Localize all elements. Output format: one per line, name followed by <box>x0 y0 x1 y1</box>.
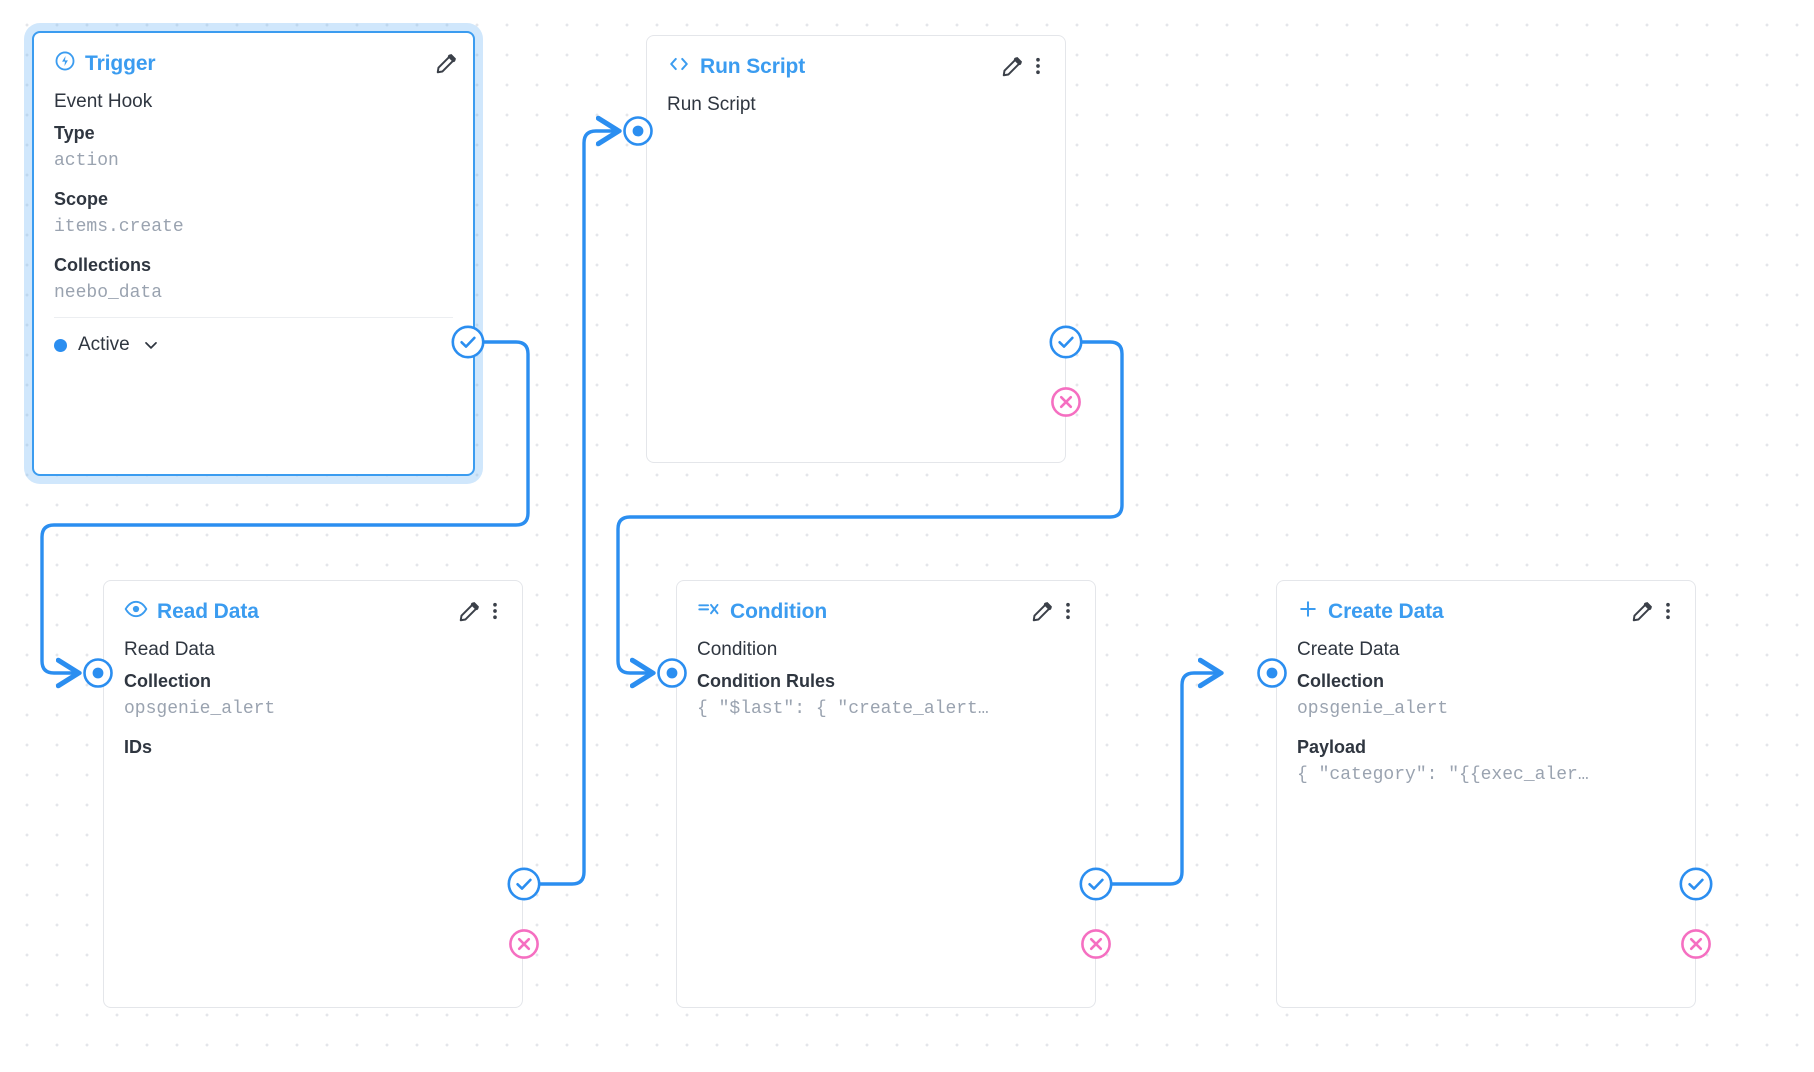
field-label: Type <box>54 123 95 143</box>
node-body: Run Script <box>647 82 1065 120</box>
node-body: Read Data Collection opsgenie_alert IDs <box>104 627 522 761</box>
more-options-button[interactable] <box>1055 598 1081 624</box>
port-resolve-trigger[interactable] <box>450 324 486 360</box>
field-label: Collections <box>54 255 152 275</box>
edit-node-button[interactable] <box>456 598 482 624</box>
node-title: Create Data <box>1297 598 1444 624</box>
port-resolve-create-data[interactable] <box>1678 866 1714 902</box>
edge-condition-to-create-data <box>1094 657 1224 886</box>
node-header: Trigger <box>34 33 473 79</box>
node-title-text: Create Data <box>1328 599 1444 623</box>
node-read-data[interactable]: Read Data Read Data Collection opsgenie_… <box>103 580 523 1008</box>
port-resolve-condition[interactable] <box>1078 866 1114 902</box>
field-label: IDs <box>124 737 153 757</box>
operation-name: Create Data <box>1297 639 1400 660</box>
port-reject-read-data[interactable] <box>506 926 542 962</box>
node-title: Run Script <box>667 53 805 79</box>
node-title: Trigger <box>54 50 156 76</box>
node-title: Read Data <box>124 598 259 624</box>
field-label: Scope <box>54 189 109 209</box>
field-value: { "$last": { "create_alert… <box>697 699 989 719</box>
operation-name: Run Script <box>667 94 756 115</box>
node-title: Condition <box>697 598 827 624</box>
eye-icon <box>124 598 148 624</box>
filter-condition-icon <box>697 598 721 624</box>
port-resolve-run-script[interactable] <box>1048 324 1084 360</box>
field-value: neebo_data <box>54 283 163 303</box>
node-body: Condition Condition Rules { "$last": { "… <box>677 627 1095 723</box>
port-input-create-data[interactable] <box>1254 655 1290 691</box>
edit-node-button[interactable] <box>1629 598 1655 624</box>
field-value: opsgenie_alert <box>124 699 276 719</box>
field-value: opsgenie_alert <box>1297 699 1449 719</box>
port-input-run-script[interactable] <box>620 113 656 149</box>
node-condition[interactable]: Condition Condition Condition Rules { "$… <box>676 580 1096 1008</box>
node-title-text: Trigger <box>85 51 156 75</box>
plus-icon <box>1297 598 1319 624</box>
more-options-button[interactable] <box>1655 598 1681 624</box>
status-dot-icon <box>54 338 67 352</box>
edge-read-data-to-run-script <box>526 115 622 886</box>
chevron-down-icon <box>141 335 161 355</box>
node-title-text: Read Data <box>157 599 259 623</box>
port-reject-create-data[interactable] <box>1678 926 1714 962</box>
operation-name: Read Data <box>124 639 215 660</box>
status-toggle[interactable]: Active <box>34 318 473 370</box>
edit-node-button[interactable] <box>1029 598 1055 624</box>
node-body: Create Data Collection opsgenie_alert Pa… <box>1277 627 1695 789</box>
more-options-button[interactable] <box>1025 53 1051 79</box>
operation-name: Condition <box>697 639 778 660</box>
code-brackets-icon <box>667 53 691 79</box>
field-value: action <box>54 151 119 171</box>
status-label: Active <box>78 334 130 355</box>
node-title-text: Condition <box>730 599 828 623</box>
more-options-button[interactable] <box>482 598 508 624</box>
field-label: Collection <box>1297 671 1385 691</box>
node-run-script[interactable]: Run Script Run Script <box>646 35 1066 463</box>
node-title-text: Run Script <box>700 54 806 78</box>
node-header: Condition <box>677 581 1095 627</box>
node-create-data[interactable]: Create Data Create Data Collection opsge… <box>1276 580 1696 1008</box>
operation-name: Event Hook <box>54 91 153 112</box>
port-reject-run-script[interactable] <box>1048 384 1084 420</box>
port-input-condition[interactable] <box>654 655 690 691</box>
field-label: Condition Rules <box>697 671 835 691</box>
edit-node-button[interactable] <box>433 50 459 76</box>
node-header: Read Data <box>104 581 522 627</box>
node-header: Create Data <box>1277 581 1695 627</box>
edit-node-button[interactable] <box>999 53 1025 79</box>
field-label: Collection <box>124 671 212 691</box>
field-value: { "category": "{{exec_aler… <box>1297 765 1589 785</box>
node-body: Event Hook Type action Scope items.creat… <box>34 79 473 307</box>
node-trigger[interactable]: Trigger Event Hook Type action Scope ite… <box>32 31 475 476</box>
port-input-read-data[interactable] <box>80 655 116 691</box>
port-reject-condition[interactable] <box>1078 926 1114 962</box>
divider <box>54 317 453 318</box>
node-header: Run Script <box>647 36 1065 82</box>
field-value: items.create <box>54 217 184 237</box>
field-label: Payload <box>1297 737 1367 757</box>
bolt-circle-icon <box>54 50 76 76</box>
port-resolve-read-data[interactable] <box>506 866 542 902</box>
